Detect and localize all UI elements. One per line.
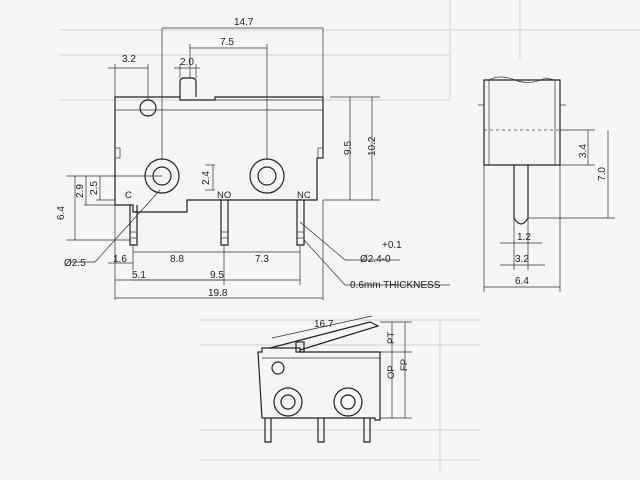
bottom-hole-left-outer xyxy=(273,387,303,417)
bottom-pin-nc xyxy=(363,418,371,443)
dim-left-offset: 3.2 xyxy=(122,54,136,65)
dim-pin-c-no: 8.8 xyxy=(170,254,184,265)
label-mount-hole: Ø2.5 xyxy=(64,258,86,269)
switch-body-outline xyxy=(114,96,324,213)
dim-pin-no-nc: 7.3 xyxy=(255,254,269,265)
label-fp: FP xyxy=(399,359,410,371)
label-op: OP xyxy=(386,365,397,379)
bottom-pin-c xyxy=(264,418,272,443)
bottom-small-hole xyxy=(271,361,285,375)
label-c: C xyxy=(125,190,132,201)
lever-arm xyxy=(269,321,380,351)
side-view: 3.4 7.0 1.2 3.2 6.4 xyxy=(478,76,615,292)
dim-9-5: 9.5 xyxy=(210,270,224,281)
dim-pin-pos: 3.2 xyxy=(515,254,529,265)
label-nc: NC xyxy=(297,190,311,201)
dim-body-length: 19.8 xyxy=(208,288,228,299)
left-notch xyxy=(114,147,121,159)
dim-width: 6.4 xyxy=(515,276,529,287)
bottom-pin-no xyxy=(317,418,325,443)
bottom-view: 16.7 PT OP FP xyxy=(257,315,412,443)
mount-hole-right-inner xyxy=(257,166,277,186)
label-no: NO xyxy=(217,190,231,201)
pin-nc xyxy=(296,200,305,246)
label-thickness: 0.6mm THICKNESS xyxy=(350,280,441,291)
bottom-hole-right-inner xyxy=(340,394,356,410)
dim-pin-len: 3.4 xyxy=(578,144,589,158)
small-mount-hole xyxy=(139,99,157,117)
dim-height-overall: 10.2 xyxy=(367,136,378,156)
label-pin-hole: Ø2.4-0 xyxy=(360,254,391,265)
mount-hole-right-outer xyxy=(249,158,285,194)
dim-pin-row-offset: 2.9 xyxy=(75,184,86,198)
background-ghost-lines xyxy=(60,0,640,470)
label-pin-hole-tol: +0.1 xyxy=(382,240,402,251)
bottom-hole-right-outer xyxy=(333,387,363,417)
dim-pin-left: 1.6 xyxy=(113,254,127,265)
dim-height-inner: 9.5 xyxy=(343,141,354,155)
dim-hole-spacing: 2.4 xyxy=(201,171,212,185)
dim-pin-total: 7.0 xyxy=(597,167,608,181)
dim-5-1: 5.1 xyxy=(132,270,146,281)
side-pin xyxy=(513,165,529,225)
label-pt: PT xyxy=(386,332,397,344)
front-view: C NO NC 14.7 7.5 2.0 3.2 9.5 10.2 2.4 xyxy=(56,17,450,300)
dim-hole-height: 2.5 xyxy=(89,181,100,195)
dim-half-length: 7.5 xyxy=(220,37,234,48)
bottom-actuator xyxy=(295,341,305,353)
dim-overall-length: 14.7 xyxy=(234,17,254,28)
bottom-hole-left-inner xyxy=(280,394,296,410)
dim-pin-width: 1.2 xyxy=(517,232,531,243)
pin-no xyxy=(220,200,229,246)
dim-lever-length: 16.7 xyxy=(314,319,334,330)
side-body-outline xyxy=(483,79,561,166)
dim-actuator-width: 2.0 xyxy=(180,57,194,68)
pin-c xyxy=(129,205,138,246)
actuator-button xyxy=(179,77,197,97)
right-notch xyxy=(317,147,324,159)
dim-total-height: 6.4 xyxy=(56,206,67,220)
